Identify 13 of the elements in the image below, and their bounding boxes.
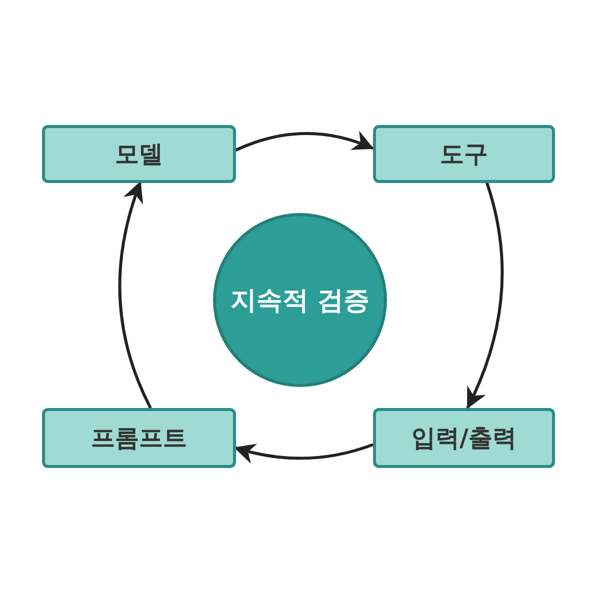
arrow xyxy=(234,131,374,152)
arrow xyxy=(466,182,504,409)
arrow xyxy=(234,443,374,464)
process-box xyxy=(42,408,236,468)
node-label: 도구 xyxy=(440,139,488,170)
process-box xyxy=(42,125,236,183)
arrow xyxy=(118,181,152,408)
node-label: 프롬프트 xyxy=(91,423,187,454)
node-label: 입력/출력 xyxy=(412,423,516,454)
node-label: 지속적 검증 xyxy=(230,284,370,318)
process-box xyxy=(373,125,555,183)
process-box xyxy=(373,408,555,468)
node-label: 모델 xyxy=(115,139,163,170)
